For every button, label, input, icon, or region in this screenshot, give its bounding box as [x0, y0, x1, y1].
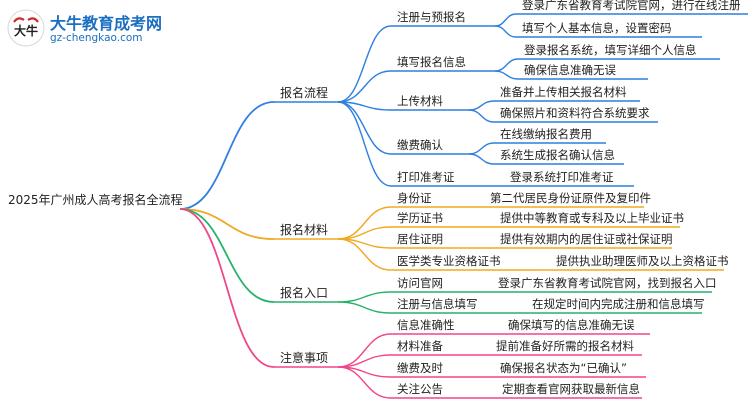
leaf-node-0-4-0: 登录系统打印准考证 [510, 170, 614, 184]
leaf-node-0-0-1: 填写个人基本信息，设置密码 [522, 21, 672, 35]
child-to-leaf-0-1-0 [494, 58, 519, 72]
child-node-1-2: 居住证明 [397, 232, 443, 246]
leaf-node-3-3-0: 定期查看官网获取最新信息 [502, 382, 640, 396]
branch-to-child-0-2 [337, 101, 392, 111]
branch-to-child-0-4 [337, 101, 392, 187]
child-node-0-1: 填写报名信息 [397, 55, 466, 69]
bull-logo-icon: 大牛 [7, 9, 45, 47]
leaf-node-0-2-1: 确保照片和资料符合系统要求 [500, 106, 650, 120]
branch-node-1: 报名材料 [280, 223, 329, 237]
leaf-node-3-2-0: 确保报名状态为“已确认” [500, 361, 627, 375]
child-to-leaf-0-0-1 [494, 25, 517, 38]
child-node-3-0: 信息准确性 [397, 318, 455, 332]
branch-to-child-1-3 [337, 238, 392, 271]
branch-to-child-1-0 [337, 206, 392, 240]
branch-to-child-2-1 [337, 301, 392, 314]
leaf-node-3-1-0: 提前准备好所需的报名材料 [496, 339, 634, 353]
root-to-branch-3 [179, 208, 275, 368]
logo-title: 大牛教育成考网 [50, 14, 163, 33]
child-node-3-3: 关注公告 [397, 382, 443, 396]
leaf-node-2-0-0: 登录广东省教育考试院官网，找到报名入口 [498, 276, 717, 290]
child-node-3-1: 材料准备 [397, 339, 443, 353]
branch-to-child-3-3 [337, 366, 392, 399]
child-node-3-2: 缴费及时 [397, 361, 443, 375]
child-node-2-0: 访问官网 [397, 276, 443, 290]
svg-text:大牛: 大牛 [14, 23, 38, 38]
child-node-0-0: 注册与预报名 [397, 10, 466, 24]
leaf-node-0-0-0: 登录广东省教育考试院官网，进行在线注册 [522, 0, 741, 12]
child-node-2-1: 注册与信息填写 [397, 297, 478, 311]
leaf-node-1-2-0: 提供有效期内的居住证或社保证明 [500, 232, 673, 246]
site-logo[interactable]: 大牛 大牛教育成考网 gz-chengkao.com [6, 6, 166, 52]
root-node: 2025年广州成人高考报名全流程 [8, 193, 183, 207]
leaf-node-3-0-0: 确保填写的信息准确无误 [508, 318, 635, 332]
leaf-node-0-1-0: 登录报名系统，填写详细个人信息 [524, 43, 697, 57]
branch-node-0: 报名流程 [280, 86, 329, 100]
leaf-node-1-3-0: 提供执业助理医师及以上资格证书 [556, 254, 729, 268]
child-node-0-4: 打印准考证 [397, 170, 455, 184]
branch-to-child-2-0 [337, 291, 392, 303]
branch-node-3: 注意事项 [280, 351, 329, 365]
leaf-node-1-1-0: 提供中等教育或专科及以上毕业证书 [500, 211, 684, 225]
child-to-leaf-0-0-0 [494, 13, 517, 27]
child-node-1-1: 学历证书 [397, 211, 443, 225]
child-to-leaf-0-2-1 [468, 109, 495, 123]
leaf-node-2-1-0: 在规定时间内完成注册和信息填写 [532, 297, 705, 311]
branch-node-2: 报名入口 [280, 286, 329, 300]
root-to-branch-2 [179, 208, 275, 303]
child-to-leaf-0-3-0 [468, 142, 495, 155]
root-to-branch-0 [179, 101, 275, 210]
child-node-1-0: 身份证 [397, 191, 432, 205]
child-node-0-3: 缴费确认 [397, 138, 443, 152]
leaf-node-1-0-0: 第二代居民身份证原件及复印件 [490, 191, 651, 205]
branch-to-child-0-0 [337, 25, 392, 103]
leaf-node-0-3-1: 系统生成报名确认信息 [500, 148, 615, 162]
logo-url: gz-chengkao.com [50, 32, 143, 44]
child-to-leaf-0-1-1 [494, 70, 519, 80]
leaf-node-0-1-1: 确保信息准确无误 [524, 63, 616, 77]
branch-to-child-3-0 [337, 333, 392, 368]
branch-to-child-0-3 [337, 101, 392, 155]
child-node-1-3: 医学类专业资格证书 [397, 254, 501, 268]
root-to-branch-1 [179, 208, 275, 240]
child-node-0-2: 上传材料 [397, 94, 443, 108]
child-to-leaf-0-3-1 [468, 153, 495, 165]
leaf-node-0-3-0: 在线缴纳报名费用 [500, 127, 592, 141]
leaf-node-0-2-0: 准备并上传相关报名材料 [500, 85, 627, 99]
branch-to-child-0-1 [337, 70, 392, 103]
child-to-leaf-0-2-0 [468, 100, 495, 111]
